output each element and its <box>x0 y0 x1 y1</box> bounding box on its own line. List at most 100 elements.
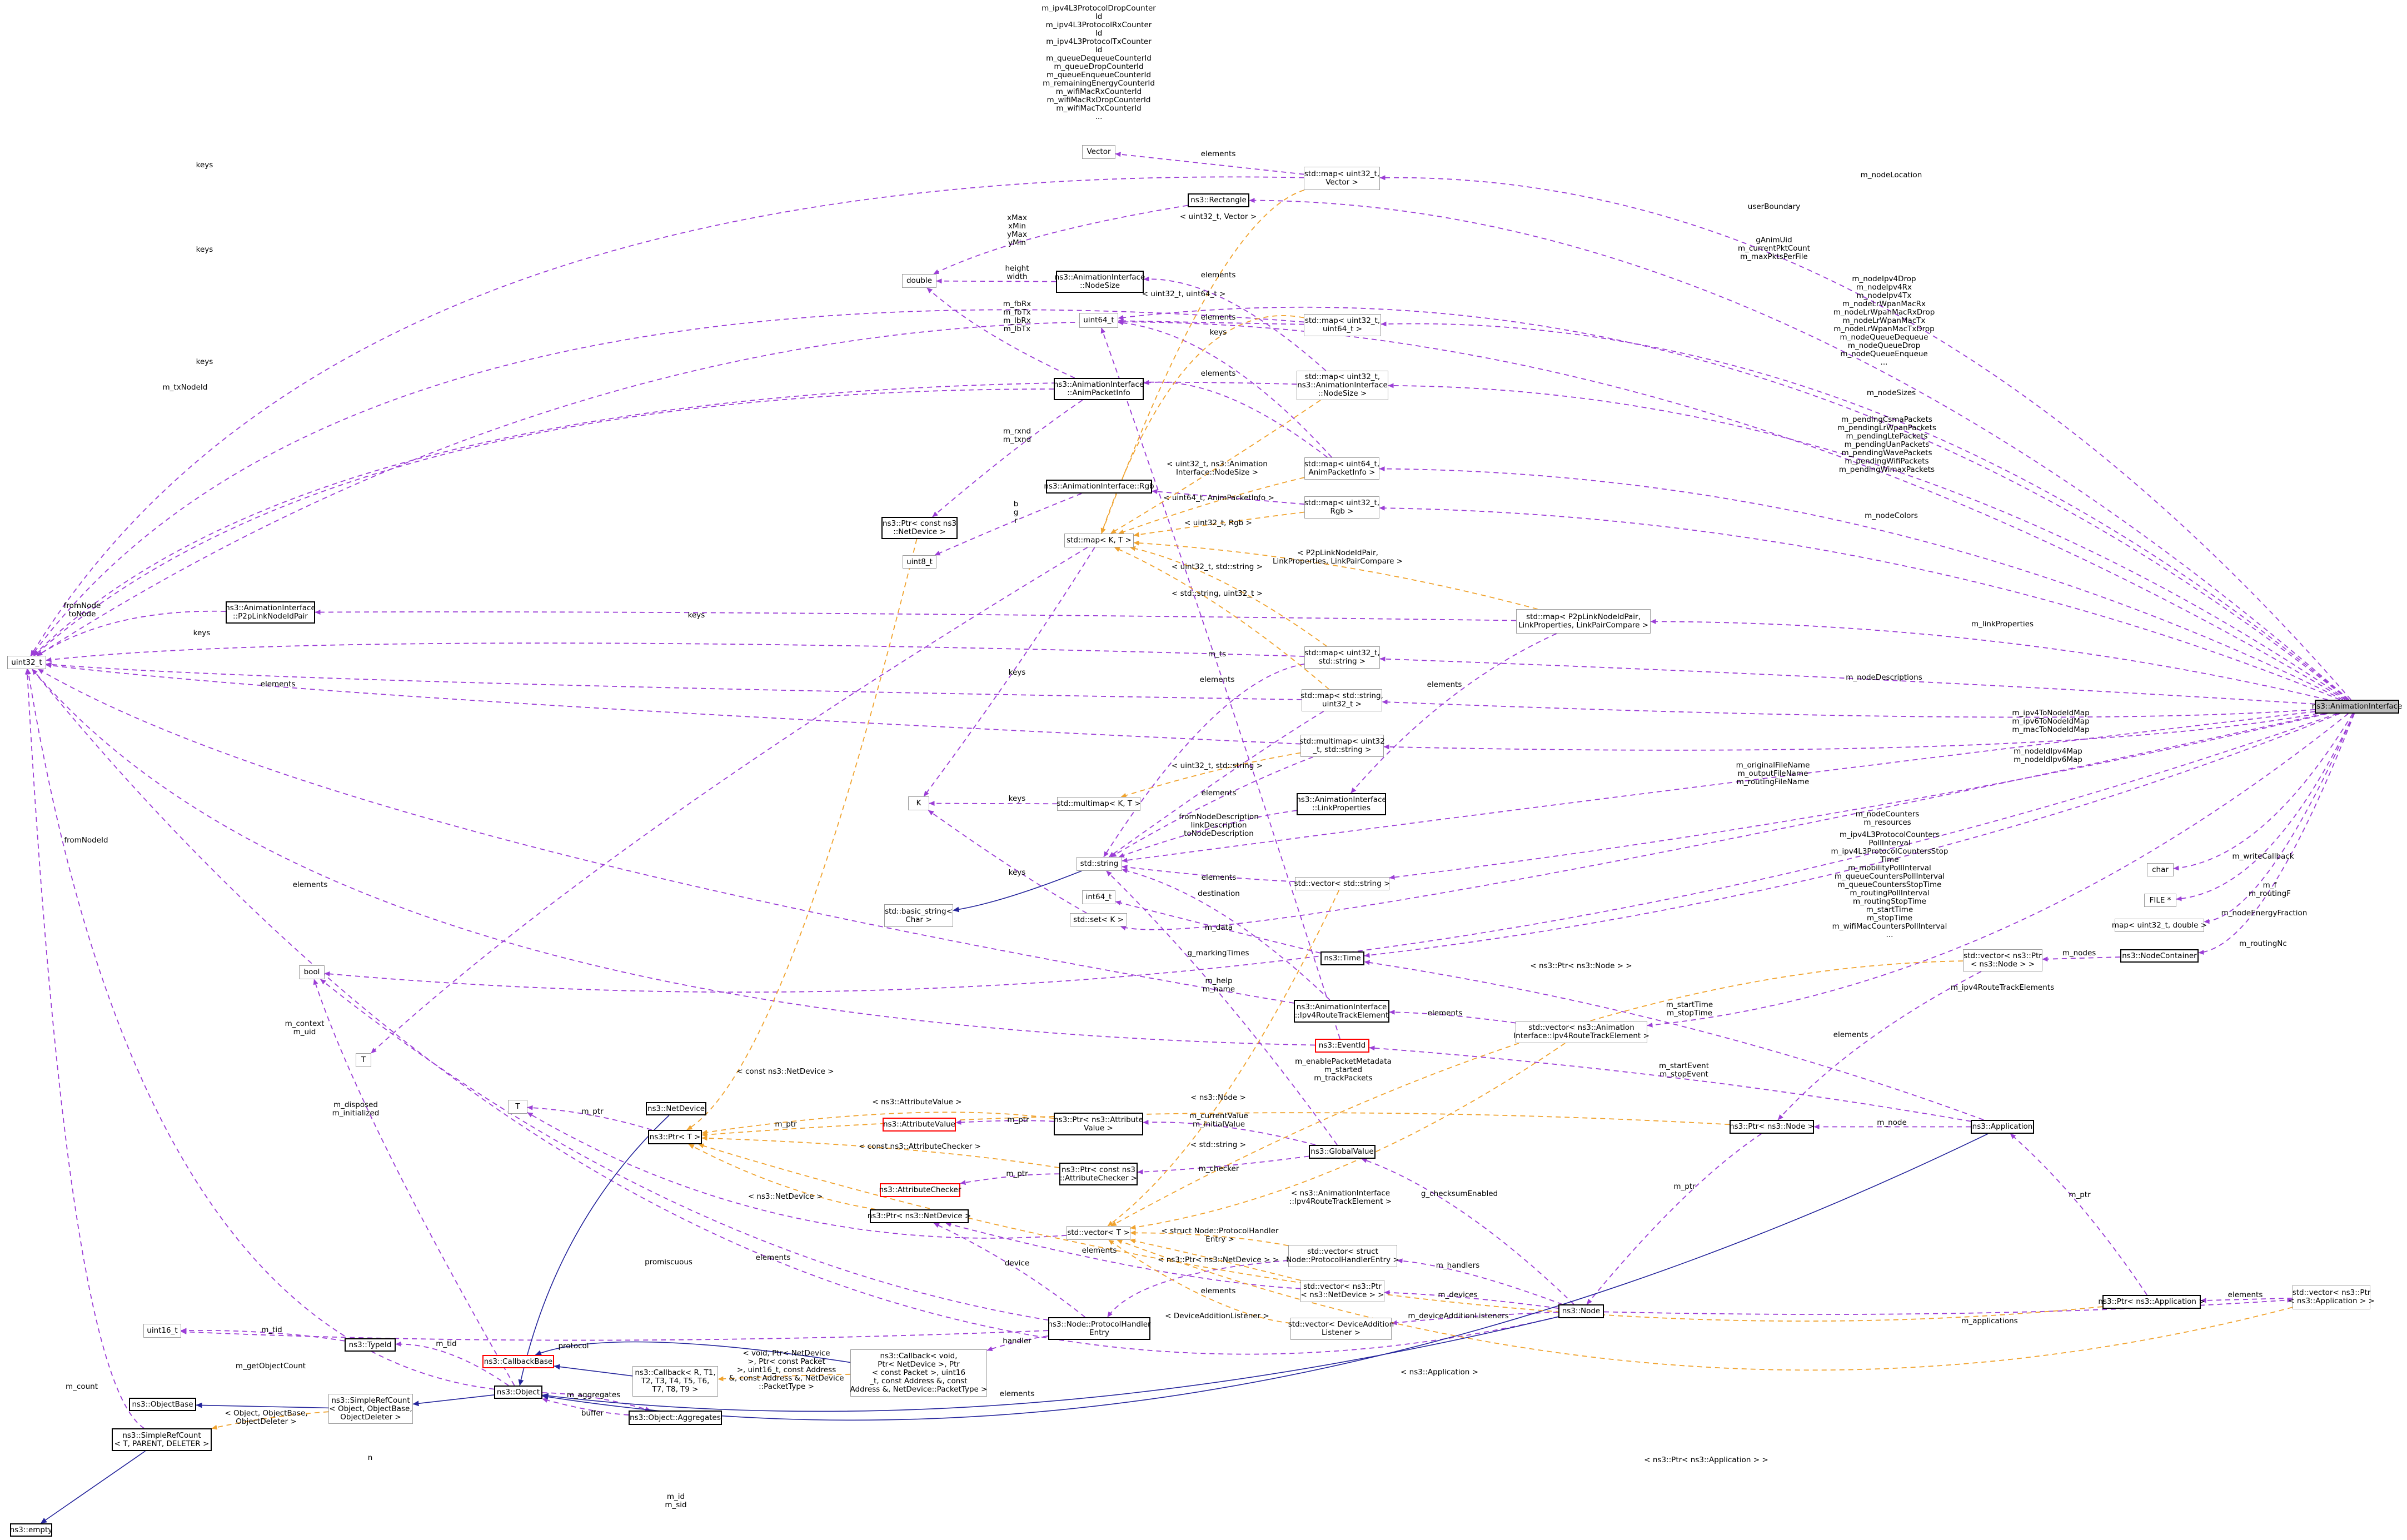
edge-anim_iface-to-map_u32_dbl <box>2204 713 2355 924</box>
node-anim_iface[interactable]: ns3::AnimationInterface <box>2312 700 2402 714</box>
edge-map_u64_api-to-map_kt <box>1118 477 1305 535</box>
edge-label: m_txNodeId <box>162 383 208 392</box>
node-vec_t[interactable]: std::vector< T > <box>1067 1226 1130 1240</box>
node-src_obj[interactable]: ns3::SimpleRefCount < Object, ObjectBase… <box>328 1394 413 1424</box>
node-ptr_const_netdev[interactable]: ns3::Ptr< const ns3 ::NetDevice > <box>881 517 958 539</box>
node-map_p2p[interactable]: std::map< P2pLinkNodeIdPair, LinkPropert… <box>1516 609 1651 634</box>
edge-rgb-to-u8 <box>934 493 1082 556</box>
node-T2[interactable]: T <box>356 1053 371 1067</box>
node-p2p_pair[interactable]: ns3::AnimationInterface ::P2pLinkNodeIdP… <box>225 601 316 624</box>
node-linkprops[interactable]: ns3::AnimationInterface ::LinkProperties <box>1296 793 1387 815</box>
edge-object-to-bool_box <box>313 979 515 1386</box>
node-vec_proto[interactable]: std::vector< struct Node::ProtocolHandle… <box>1286 1245 1399 1267</box>
edge-label: < std::string, uint32_t > <box>1172 589 1263 598</box>
node-proto_entry[interactable]: ns3::Node::ProtocolHandler Entry <box>1048 1317 1151 1340</box>
node-map_u32_str[interactable]: std::map< uint32_t, std::string > <box>1304 646 1380 669</box>
node-map_u32_nodesize[interactable]: std::map< uint32_t, ns3::AnimationInterf… <box>1297 371 1388 400</box>
node-map_u32_vector[interactable]: std::map< uint32_t, Vector > <box>1304 167 1380 190</box>
node-rectangle[interactable]: ns3::Rectangle <box>1188 193 1249 207</box>
node-set_k[interactable]: std::set< K > <box>1070 913 1127 926</box>
edge-anim_iface-to-map_u64_api <box>1379 466 2344 700</box>
node-map_kt[interactable]: std::map< K, T > <box>1064 534 1134 547</box>
node-file[interactable]: FILE * <box>2144 894 2176 907</box>
edge-map_str_u32-to-uint32 <box>46 662 1302 700</box>
node-time[interactable]: ns3::Time <box>1320 951 1364 965</box>
node-vec_ptr_node[interactable]: std::vector< ns3::Ptr < ns3::Node > > <box>1963 949 2042 971</box>
node-dbl[interactable]: double <box>902 274 936 288</box>
node-ptr_netdev[interactable]: ns3::Ptr< ns3::NetDevice > <box>868 1209 971 1223</box>
node-route_elem[interactable]: ns3::AnimationInterface ::Ipv4RouteTrack… <box>1294 1000 1389 1023</box>
edge-label: < P2pLinkNodeIdPair, LinkProperties, Lin… <box>1272 549 1403 566</box>
node-u64[interactable]: uint64_t <box>1079 313 1118 328</box>
node-vec_dev_listener[interactable]: std::vector< DeviceAddition Listener > <box>1288 1318 1394 1340</box>
edge-label: userBoundary <box>1747 202 1801 211</box>
edge-label: elements <box>1427 680 1462 689</box>
node-node[interactable]: ns3::Node <box>1558 1304 1604 1318</box>
node-basic_string[interactable]: std::basic_string< Char > <box>884 904 953 927</box>
node-netdevice[interactable]: ns3::NetDevice <box>646 1102 706 1115</box>
edge-map_kt-to-T2 <box>371 547 1088 1054</box>
node-u16[interactable]: uint16_t <box>143 1324 181 1338</box>
node-i64[interactable]: int64_t <box>1082 890 1115 904</box>
node-animpacketinfo[interactable]: ns3::AnimationInterface ::AnimPacketInfo <box>1054 378 1144 400</box>
node-callbackbase[interactable]: ns3::CallbackBase <box>482 1355 554 1368</box>
node-rgb[interactable]: ns3::AnimationInterface::Rgb <box>1044 480 1154 494</box>
node-u8[interactable]: uint8_t <box>903 555 936 569</box>
node-ptr_attr_checker[interactable]: ns3::Ptr< const ns3 ::AttributeChecker > <box>1059 1163 1138 1185</box>
node-object[interactable]: ns3::Object <box>494 1385 542 1399</box>
node-ptr_attr_value[interactable]: ns3::Ptr< ns3::Attribute Value > <box>1054 1113 1143 1135</box>
node-typeid_box[interactable]: ns3::TypeId <box>345 1338 396 1352</box>
node-callback_void[interactable]: ns3::Callback< void, Ptr< NetDevice >, P… <box>850 1349 987 1397</box>
edge-label: m_ts <box>1208 650 1227 659</box>
node-vec_ptr_netdev[interactable]: std::vector< ns3::Ptr < ns3::NetDevice >… <box>1300 1280 1384 1302</box>
node-aggregates[interactable]: ns3::Object::Aggregates <box>629 1411 722 1425</box>
node-map_u64_api[interactable]: std::map< uint64_t, AnimPacketInfo > <box>1304 457 1379 480</box>
edge-application-to-eventid <box>1369 1045 1971 1122</box>
node-application[interactable]: ns3::Application <box>1971 1120 2034 1134</box>
edge-label: m_startTime m_stopTime <box>1666 1000 1713 1018</box>
edge-anim_iface-to-map_u32_vector <box>1379 175 2351 700</box>
node-attr_checker[interactable]: ns3::AttributeChecker <box>879 1183 961 1197</box>
node-src_tpd[interactable]: ns3::SimpleRefCount < T, PARENT, DELETER… <box>112 1428 212 1451</box>
edge-label: m_ipv4L3ProtocolCounters PollInterval m_… <box>1831 830 1948 939</box>
node-empty_box[interactable]: ns3::empty <box>10 1523 52 1537</box>
edge-ptr_attr_value-to-ptr_t <box>701 1112 1054 1135</box>
node-map_u32_rgb[interactable]: std::map< uint32_t, Rgb > <box>1304 496 1379 519</box>
node-T1[interactable]: T <box>508 1100 527 1114</box>
node-char_box[interactable]: char <box>2147 863 2174 876</box>
edge-proto_entry-to-u16 <box>181 1329 1049 1341</box>
node-eventid[interactable]: ns3::EventId <box>1315 1039 1369 1053</box>
node-nodesize[interactable]: ns3::AnimationInterface ::NodeSize <box>1055 271 1145 293</box>
node-node_container[interactable]: ns3::NodeContainer <box>2120 949 2199 963</box>
edge-anim_iface-to-map_str_u32 <box>1382 699 2315 718</box>
node-vector[interactable]: Vector <box>1082 145 1115 159</box>
edge-label: m_data <box>1204 923 1233 932</box>
node-bool_box[interactable]: bool <box>299 965 325 979</box>
node-ptr_t[interactable]: ns3::Ptr< T > <box>648 1130 702 1144</box>
node-ptr_application[interactable]: ns3::Ptr< ns3::Application > <box>2098 1295 2205 1309</box>
node-str[interactable]: std::string <box>1077 857 1122 871</box>
node-map_u32_dbl[interactable]: map< uint32_t, double > <box>2112 919 2207 932</box>
node-globalvalue[interactable]: ns3::GlobalValue <box>1309 1145 1376 1159</box>
node-ptr_node[interactable]: ns3::Ptr< ns3::Node > <box>1730 1120 1814 1134</box>
node-vec_str[interactable]: std::vector< std::string > <box>1294 877 1390 890</box>
node-multimap_kt[interactable]: std::multimap< K, T > <box>1057 797 1141 811</box>
node-vec_route[interactable]: std::vector< ns3::Animation Interface::I… <box>1513 1021 1649 1043</box>
edge-label: m_ipv4RouteTrackElements <box>1950 983 2055 992</box>
node-multimap_u32_str[interactable]: std::multimap< uint32 _t, std::string > <box>1299 735 1385 757</box>
edge-label: m_ipv4L3ProtocolDropCounter Id m_ipv4L3P… <box>1041 4 1156 121</box>
edge-label: elements <box>1200 149 1236 158</box>
node-objectbase[interactable]: ns3::ObjectBase <box>129 1398 196 1411</box>
edge-anim_iface-to-time <box>1364 713 2340 958</box>
node-K[interactable]: K <box>908 796 929 810</box>
node-map_u32_u64[interactable]: std::map< uint32_t, uint64_t > <box>1304 314 1381 336</box>
edge-label: n <box>367 1453 373 1462</box>
edge-ptr_attr_checker-to-attr_checker <box>960 1173 1060 1185</box>
edge-label: m_nodeCounters m_resources <box>1855 810 1920 827</box>
node-attr_value[interactable]: ns3::AttributeValue <box>883 1118 956 1132</box>
node-callback_generic[interactable]: ns3::Callback< R, T1, T2, T3, T4, T5, T6… <box>632 1366 718 1397</box>
node-vec_ptr_application[interactable]: std::vector< ns3::Ptr < ns3::Application… <box>2288 1285 2375 1309</box>
node-uint32[interactable]: uint32_t <box>7 656 46 669</box>
node-map_str_u32[interactable]: std::map< std::string, uint32_t > <box>1300 689 1383 711</box>
edge-callback_generic-to-callbackbase <box>554 1364 633 1377</box>
